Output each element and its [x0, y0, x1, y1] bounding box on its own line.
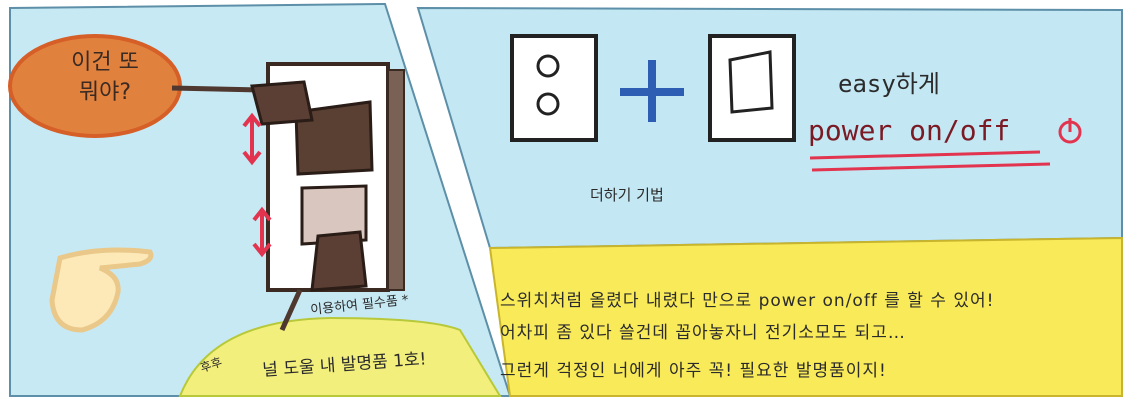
cable [171, 85, 261, 93]
switch-toggle [728, 50, 774, 114]
bubble-line-2: 뭐야? [78, 80, 132, 105]
easy-text: easy하게 [838, 70, 940, 98]
top-switch-cover [294, 100, 374, 176]
body-line-2: 어차피 좀 있다 쓸건데 꼽아놓자니 전기소모도 되고… [500, 323, 906, 343]
up-down-arrow-bottom-icon [252, 206, 272, 258]
body-line-1: 스위치처럼 올렸다 내렸다 만으로 power on/off 를 할 수 있어! [500, 291, 995, 311]
outlet-hole-top [536, 54, 560, 78]
outlet-hole-bottom [536, 92, 560, 116]
plus-icon [620, 60, 684, 122]
speech-bubble-text: 이건 또 뭐야? [30, 48, 180, 108]
body-line-3: 그런게 걱정인 너에게 아주 꼭! 필요한 발명품이지! [500, 361, 887, 381]
power-text: power on/off [808, 114, 1011, 147]
bubble-line-1: 이건 또 [71, 50, 139, 75]
plus-note: 더하기 기법 [590, 186, 664, 204]
bottom-socket [300, 184, 368, 246]
top-plug [250, 80, 314, 126]
outlet-side [387, 69, 405, 291]
right-panel-yellow [488, 236, 1123, 397]
red-underline [809, 150, 1051, 172]
yellow-mound [178, 316, 502, 397]
outlet-icon [510, 34, 598, 142]
bottom-cable [279, 288, 303, 332]
bottom-plug [310, 230, 368, 292]
pointing-hand-icon [49, 247, 154, 333]
up-down-arrow-top-icon [242, 112, 262, 166]
